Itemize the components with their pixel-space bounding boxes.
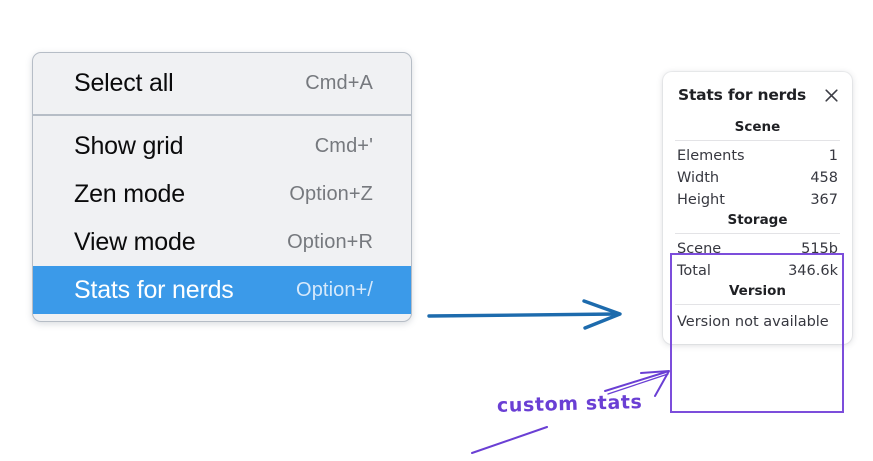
menu-item-label: Stats for nerds	[74, 275, 234, 304]
menu-item-select-all[interactable]: Select all Cmd+A	[33, 59, 411, 107]
stats-section-version: Version Version not available	[669, 282, 846, 332]
menu-item-stats-for-nerds[interactable]: Stats for nerds Option+/	[33, 266, 411, 314]
stats-row-key: Total	[677, 263, 711, 279]
stats-row-scene-storage: Scene 515b	[669, 238, 846, 260]
stats-row-value: 367	[810, 192, 838, 208]
menu-item-label: Show grid	[74, 131, 184, 160]
blue-arrow	[427, 299, 622, 330]
section-divider	[675, 140, 840, 141]
stats-row-key: Elements	[677, 148, 745, 164]
stats-row-value: 346.6k	[788, 263, 838, 279]
stats-row-value: 1	[828, 148, 838, 164]
menu-item-shortcut: Option+/	[296, 278, 373, 301]
section-heading: Version	[728, 283, 787, 299]
custom-stats-annotation-label: custom stats	[496, 391, 643, 417]
stats-row-key: Width	[677, 170, 720, 186]
stats-row-height: Height 367	[669, 189, 846, 211]
stats-row-value: 515b	[801, 241, 838, 257]
stats-row-total-storage: Total 346.6k	[669, 260, 846, 282]
menu-item-zen-mode[interactable]: Zen mode Option+Z	[33, 170, 411, 218]
menu-item-label: Select all	[74, 68, 174, 97]
menu-section-2: Show grid Cmd+' Zen mode Option+Z View m…	[33, 114, 411, 321]
panel-title: Stats for nerds	[678, 86, 807, 104]
stats-row-elements: Elements 1	[669, 145, 846, 167]
stats-row-key: Scene	[677, 241, 722, 257]
stats-section-storage: Storage Scene 515b Total 346.6k	[669, 211, 846, 282]
menu-item-label: Zen mode	[74, 179, 185, 208]
stats-for-nerds-panel: Stats for nerds Scene Elements 1 Width 4…	[663, 72, 852, 344]
menu-item-view-mode[interactable]: View mode Option+R	[33, 218, 411, 266]
stats-row-version-value: Version not available	[677, 314, 829, 330]
stats-section-scene: Scene Elements 1 Width 458 Height 367	[669, 118, 846, 211]
menu-item-shortcut: Option+Z	[289, 182, 373, 205]
section-heading: Storage	[727, 212, 788, 228]
section-heading: Scene	[734, 119, 781, 135]
section-divider	[675, 304, 840, 305]
context-menu[interactable]: Select all Cmd+A Show grid Cmd+' Zen mod…	[32, 52, 412, 322]
section-divider	[675, 233, 840, 234]
panel-body: Scene Elements 1 Width 458 Height 367 St…	[669, 118, 846, 332]
menu-item-shortcut: Option+R	[287, 230, 373, 253]
panel-header: Stats for nerds	[669, 86, 846, 104]
purple-tail-stroke	[471, 426, 548, 454]
menu-item-show-grid[interactable]: Show grid Cmd+'	[33, 122, 411, 170]
close-icon[interactable]	[823, 87, 840, 104]
menu-item-shortcut: Cmd+A	[305, 71, 373, 94]
menu-item-label: View mode	[74, 227, 196, 256]
menu-section-1: Select all Cmd+A	[33, 53, 411, 114]
menu-item-shortcut: Cmd+'	[314, 134, 373, 157]
stats-row-value: 458	[810, 170, 838, 186]
stats-row-width: Width 458	[669, 167, 846, 189]
stats-row-key: Height	[677, 192, 725, 208]
